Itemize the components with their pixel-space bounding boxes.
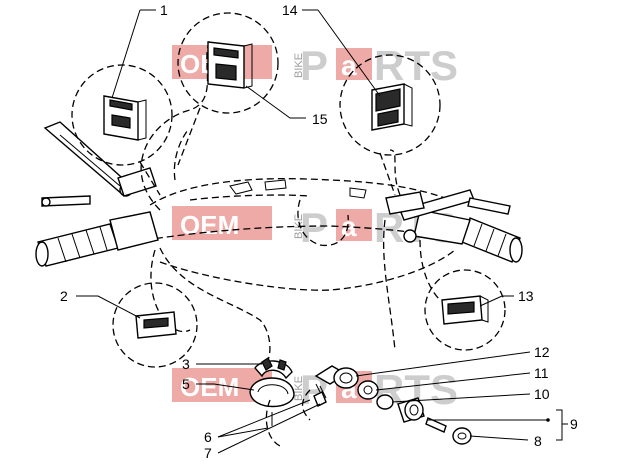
- clamp-part-5: [249, 377, 295, 426]
- watermark-bottom-bike: BIKE: [293, 376, 305, 401]
- callout-14: 14: [282, 2, 298, 18]
- callout-10: 10: [534, 386, 550, 402]
- ring-part-11: [357, 380, 379, 400]
- callout-9: 9: [570, 416, 578, 432]
- handlebar-assembly: [35, 39, 523, 361]
- callout-leaders: [76, 9, 568, 454]
- callout-6: 6: [204, 429, 212, 445]
- screw-part-6: [313, 383, 327, 407]
- detail-circle-13: [424, 269, 506, 351]
- watermark-bottom-oem: OEM: [180, 372, 239, 402]
- callout-12: 12: [534, 344, 550, 360]
- callout-8: 8: [534, 433, 542, 449]
- top-switch-part: [207, 41, 253, 89]
- left-switch-block-part: [103, 95, 147, 141]
- watermark-top-p: P: [300, 42, 328, 89]
- callout-15: 15: [312, 111, 328, 127]
- detail-circle-1: [71, 64, 173, 196]
- detail-circle-14: [339, 54, 441, 196]
- right-grip: [413, 209, 523, 263]
- watermark-top-bike: BIKE: [293, 53, 305, 78]
- right-small-switch-part: [441, 295, 489, 325]
- callout-3: 3: [182, 356, 190, 372]
- watermark-middle-p: P: [300, 204, 328, 251]
- callout-5: 5: [182, 376, 190, 392]
- detail-circle-2: [112, 282, 198, 368]
- housing-part-12: [333, 367, 359, 389]
- callout-11: 11: [534, 365, 549, 381]
- clamp-part-3: [254, 357, 293, 380]
- detail-circle-15: [177, 12, 279, 166]
- right-switch-block-part: [371, 83, 413, 131]
- right-brake-lever: [385, 189, 511, 243]
- callout-13: 13: [518, 288, 534, 304]
- left-brake-lever: [41, 121, 157, 207]
- watermark-top-rts: RTS: [374, 42, 458, 89]
- small-switch-part: [135, 311, 177, 339]
- watermark-middle-oem: OEM: [180, 210, 239, 240]
- callout-2: 2: [60, 288, 68, 304]
- nut-part-8: [452, 427, 472, 445]
- callout-7: 7: [204, 445, 212, 461]
- callout-1: 1: [160, 2, 168, 18]
- left-grip: [35, 211, 159, 267]
- bolt-part-9: [425, 417, 447, 433]
